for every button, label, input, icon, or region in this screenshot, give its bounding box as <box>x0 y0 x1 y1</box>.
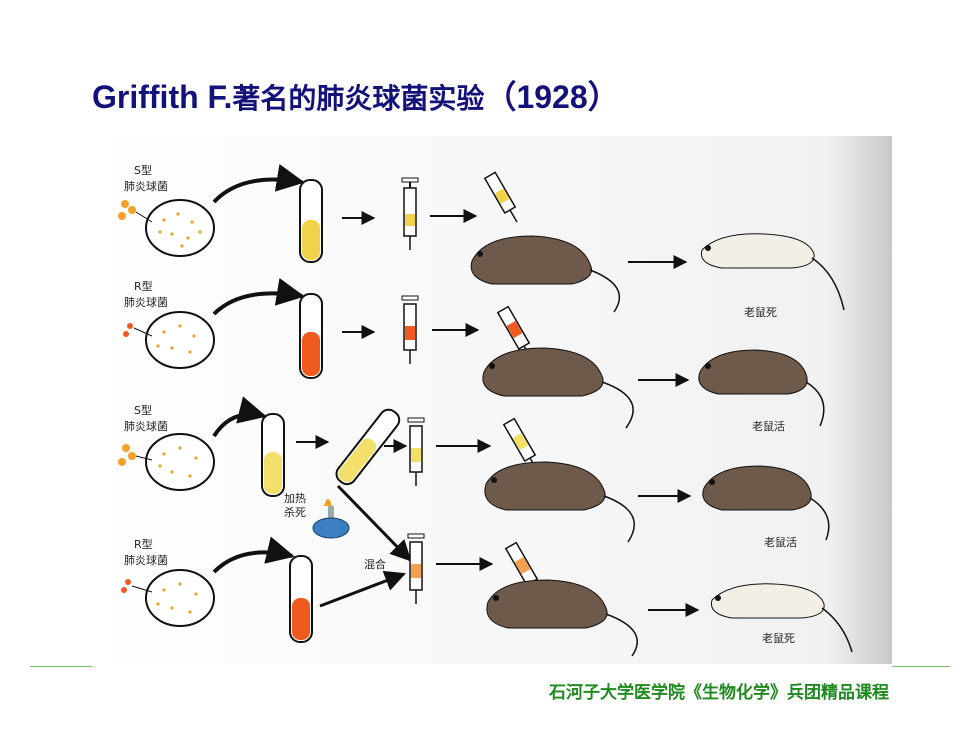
row-1-injecting-syringe <box>483 171 518 223</box>
row-2-strain-type: R型 <box>134 279 153 293</box>
row-4: R型 肺炎球菌 混合 <box>121 484 853 657</box>
heat-kill-label-2: 杀死 <box>284 505 306 519</box>
row-2-outcome: 老鼠活 <box>752 419 785 433</box>
row-1-petri-dish <box>118 199 215 257</box>
row-1-test-tube <box>299 179 323 263</box>
row-2-outcome-mouse <box>698 349 825 427</box>
row-2-strain-name: 肺炎球菌 <box>124 295 168 309</box>
footer-rule-left <box>30 666 92 667</box>
row-1-strain-name: 肺炎球菌 <box>124 179 168 193</box>
row-4-syringe <box>407 533 425 604</box>
griffith-experiment-figure: S型 肺炎球菌 <box>92 136 892 664</box>
row-1-syringe <box>401 177 419 250</box>
row-2-mouse <box>482 347 634 429</box>
row-3-outcome-mouse <box>702 465 830 541</box>
figure-paper <box>92 136 892 664</box>
row-3: S型 肺炎球菌 加热 杀死 <box>118 396 830 549</box>
row-4-mouse <box>486 579 638 657</box>
footer-rule-right <box>892 666 950 667</box>
alcohol-lamp <box>312 499 350 539</box>
row-3-strain-type: S型 <box>134 403 152 417</box>
slide-title: Griffith F.著名的肺炎球菌实验（1928） <box>92 72 620 118</box>
title-latin: Griffith F. <box>92 79 233 115</box>
heat-kill-label-1: 加热 <box>284 492 306 505</box>
row-3-syringe <box>407 417 425 486</box>
row-3-test-tube <box>261 413 285 497</box>
row-3-tilted-tube <box>335 408 401 486</box>
row-1-outcome-mouse <box>700 233 845 311</box>
row-2: R型 肺炎球菌 <box>123 278 825 433</box>
row-1-strain-type: S型 <box>134 163 152 177</box>
row-4-strain-type: R型 <box>134 537 153 551</box>
row-2-test-tube <box>299 293 323 379</box>
row-3-outcome: 老鼠活 <box>764 535 797 549</box>
title-cn: 著名的肺炎球菌实验 <box>232 82 485 115</box>
row-4-outcome: 老鼠死 <box>762 631 795 645</box>
row-4-petri-dish <box>121 569 215 627</box>
footer-course-label: 石河子大学医学院《生物化学》兵团精品课程 <box>549 683 889 703</box>
row-2-syringe <box>401 295 419 364</box>
row-2-petri-dish <box>123 311 215 369</box>
row-3-strain-name: 肺炎球菌 <box>124 419 168 433</box>
mix-label: 混合 <box>364 557 386 571</box>
row-3-petri-dish <box>118 433 215 491</box>
row-3-mouse <box>484 461 635 543</box>
row-1-outcome: 老鼠死 <box>744 305 777 319</box>
title-year: （1928） <box>484 79 620 115</box>
row-2-injecting-syringe <box>496 305 531 357</box>
row-4-strain-name: 肺炎球菌 <box>124 553 168 567</box>
row-1: S型 肺炎球菌 <box>118 163 845 319</box>
row-4-test-tube <box>289 555 313 643</box>
row-3-injecting-syringe <box>502 417 537 469</box>
row-4-outcome-mouse <box>710 583 853 653</box>
row-1-mouse <box>470 235 621 313</box>
